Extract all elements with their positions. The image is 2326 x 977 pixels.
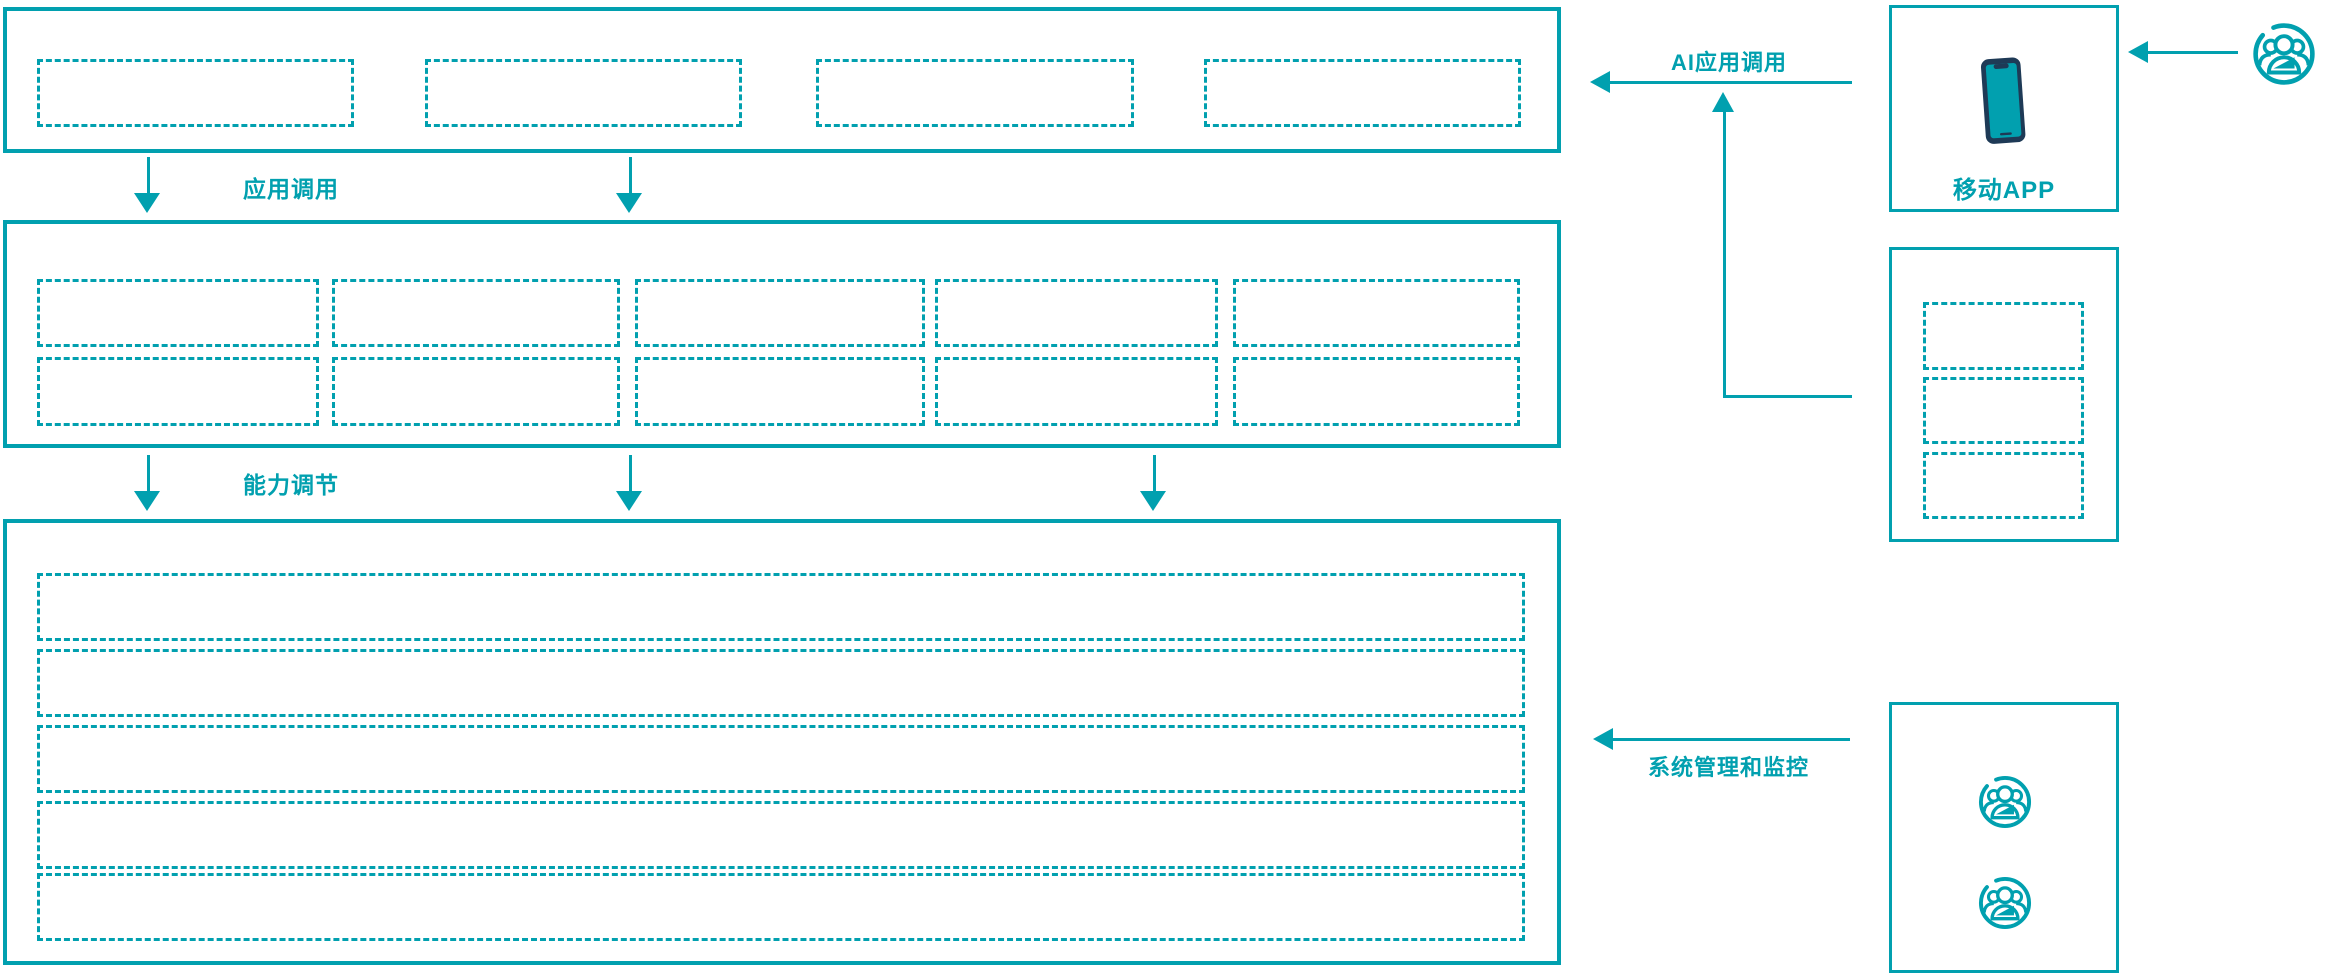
down-arrow-line <box>629 455 632 492</box>
ai-call-arrow-icon <box>1590 71 1610 93</box>
connector-line <box>1725 395 1852 398</box>
platform-row <box>37 801 1525 869</box>
capability-slot <box>635 279 925 347</box>
capability-slot <box>935 357 1218 426</box>
mobile-app-label: 移动APP <box>1952 177 2056 204</box>
platform-row <box>37 573 1525 641</box>
app-call-label: 应用调用 <box>243 176 339 202</box>
service-slot <box>1923 452 2084 519</box>
connector-line <box>1723 112 1726 398</box>
capability-slot <box>1233 357 1520 426</box>
service-slot <box>1923 302 2084 370</box>
application-slot <box>1204 59 1521 127</box>
platform-row <box>37 725 1525 793</box>
ai-call-arrow-line <box>1610 81 1852 84</box>
platform-row <box>37 873 1525 941</box>
platform-row <box>37 649 1525 717</box>
down-arrow-line <box>1153 455 1156 492</box>
capability-slot <box>332 279 620 347</box>
down-arrow-icon <box>616 491 642 511</box>
application-slot <box>37 59 354 127</box>
user-group-icon <box>2251 21 2317 87</box>
application-slot <box>816 59 1134 127</box>
connector-up-arrow-icon <box>1712 92 1734 112</box>
down-arrow-line <box>147 455 150 492</box>
down-arrow-line <box>147 157 150 194</box>
smartphone-icon <box>1978 53 2030 150</box>
system-monitor-arrow-line <box>1613 738 1850 741</box>
admin-group-icon <box>1977 875 2033 931</box>
admin-panel-box <box>1889 702 2119 973</box>
user-arrow-icon <box>2128 41 2148 63</box>
system-monitor-arrow-icon <box>1593 728 1613 750</box>
down-arrow-icon <box>616 193 642 213</box>
user-arrow-line <box>2148 51 2238 54</box>
admin-group-icon <box>1977 774 2033 830</box>
capability-slot <box>935 279 1218 347</box>
capability-slot <box>1233 279 1520 347</box>
application-slot <box>425 59 742 127</box>
capability-slot <box>37 279 319 347</box>
down-arrow-line <box>629 157 632 194</box>
service-slot <box>1923 377 2084 444</box>
capability-slot <box>37 357 319 426</box>
ai-app-call-label: AI应用调用 <box>1671 50 1788 75</box>
system-monitor-label: 系统管理和监控 <box>1648 755 1810 780</box>
down-arrow-icon <box>1140 491 1166 511</box>
down-arrow-icon <box>134 491 160 511</box>
down-arrow-icon <box>134 193 160 213</box>
capability-slot <box>332 357 620 426</box>
capability-slot <box>635 357 925 426</box>
capability-adjust-label: 能力调节 <box>243 472 339 498</box>
